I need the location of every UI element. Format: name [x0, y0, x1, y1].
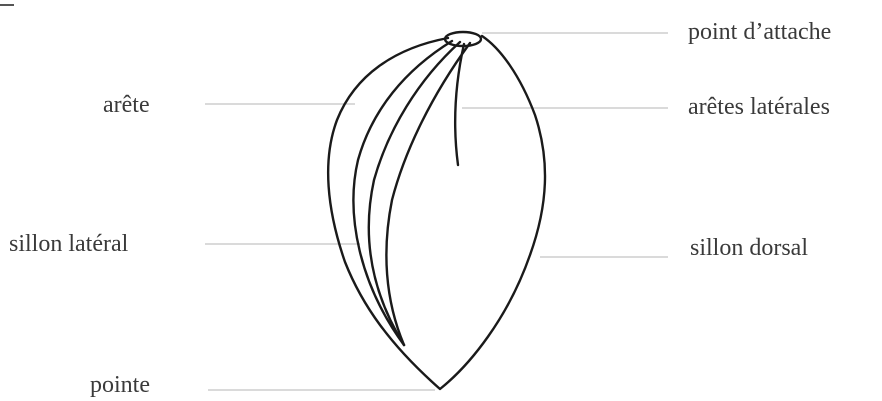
label-pointe: pointe	[90, 373, 150, 397]
label-arete: arête	[103, 93, 150, 117]
label-aretes-laterales: arêtes latérales	[688, 95, 830, 119]
leader-lines	[205, 33, 668, 390]
label-sillon-dorsal: sillon dorsal	[690, 236, 808, 260]
seed-outer-contour	[328, 36, 545, 389]
arete-line-1	[353, 41, 452, 345]
label-sillon-lateral: sillon latéral	[9, 232, 128, 256]
arete-line-2	[369, 42, 460, 345]
seed-drawing	[328, 32, 545, 389]
label-point-attache: point d’attache	[688, 20, 831, 44]
